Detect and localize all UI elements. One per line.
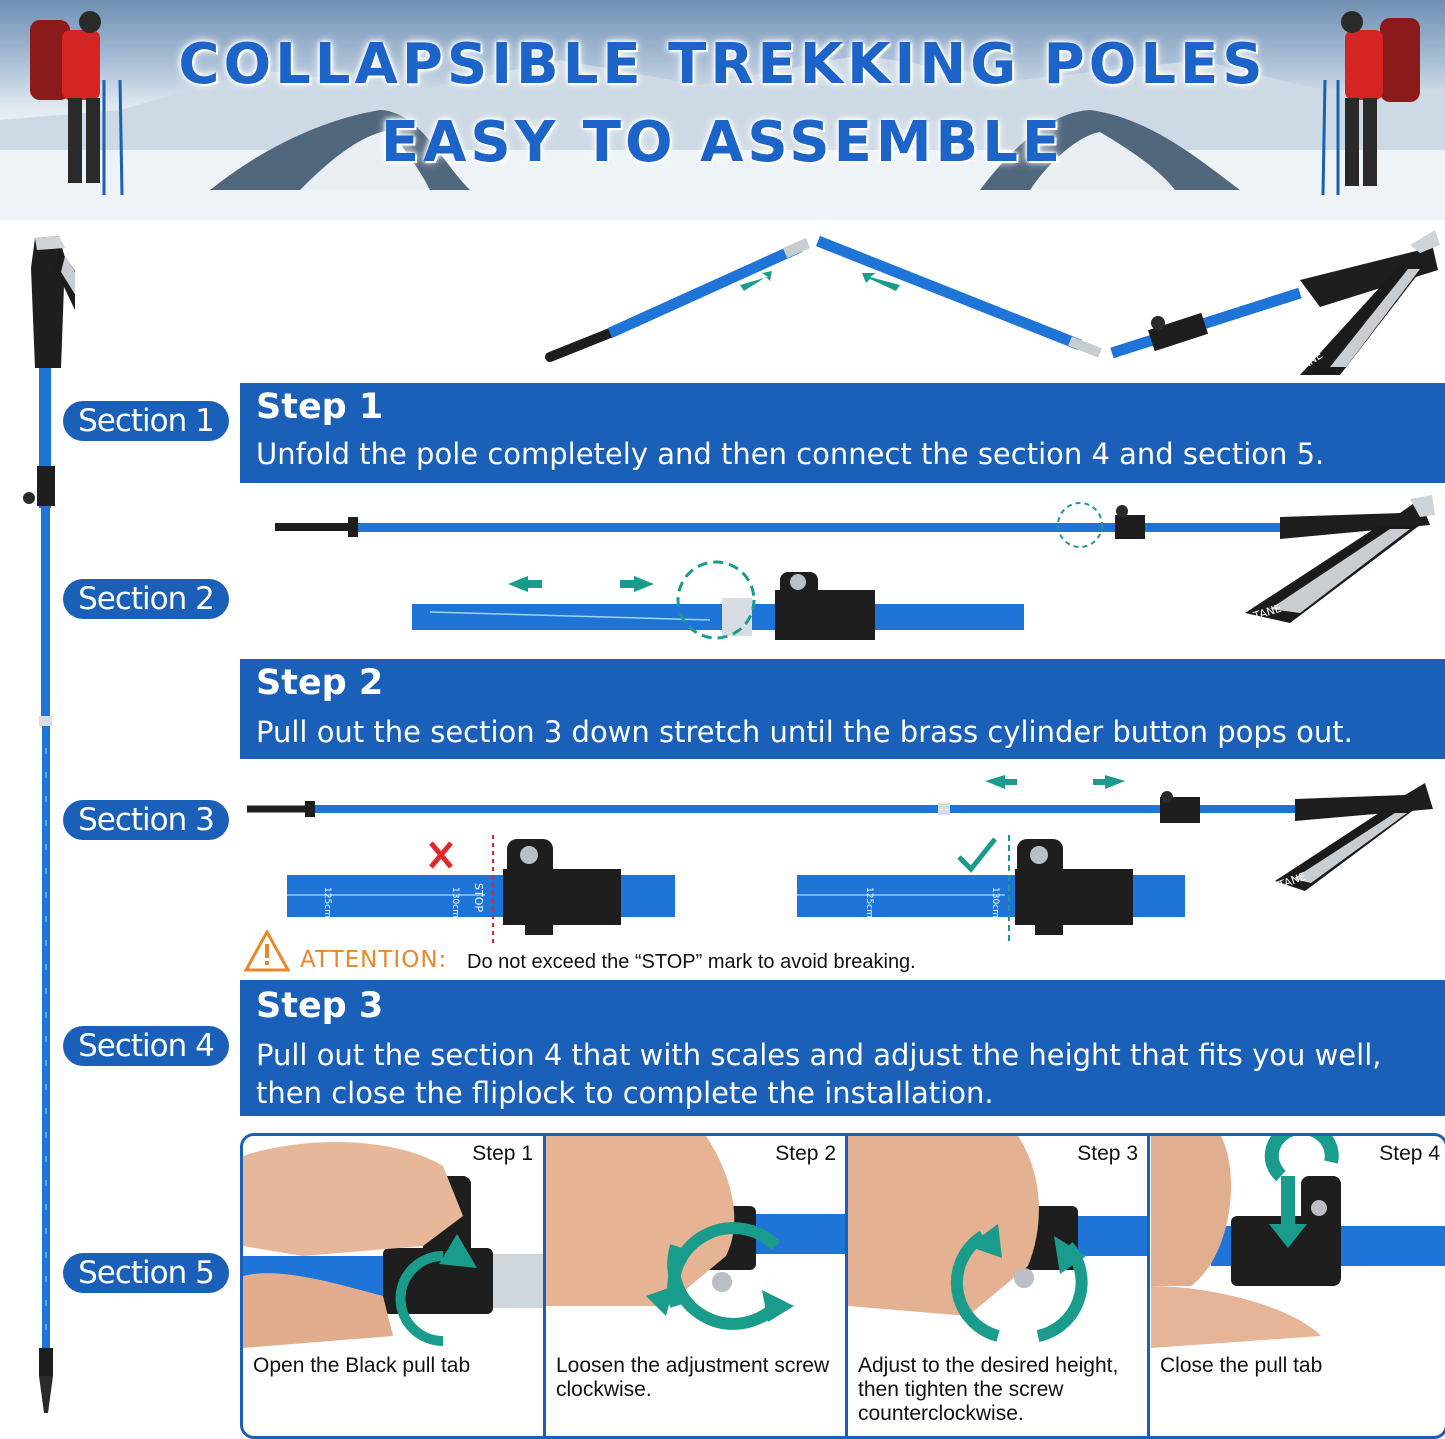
wrong-position-closeup: 125cm 130cm STOP (287, 835, 675, 945)
svg-text:125cm: 125cm (864, 887, 874, 918)
snow-mountain-scene (0, 11, 1445, 220)
panel-step-3: Step 3 Adjust to the desired height, the… (845, 1136, 1148, 1436)
wrong-x-icon (429, 841, 453, 869)
panel-3-number: Step 3 (1077, 1142, 1138, 1165)
panel-step-1: Step 1 Open the Black pull tab (243, 1136, 543, 1436)
svg-text:STOP: STOP (472, 883, 485, 912)
step-1-band: Step 1 Unfold the pole completely and th… (240, 383, 1445, 483)
section-1-pill: Section 1 (63, 401, 229, 441)
tighten-screw-photo (848, 1136, 1148, 1348)
correct-position-closeup: 125cm 130cm (797, 835, 1185, 945)
section-2-pill: Section 2 (63, 579, 229, 619)
left-arrow-icon (985, 775, 1017, 789)
loosen-screw-photo (546, 1136, 846, 1348)
vertical-pole-illustration: TANE (23, 236, 75, 1413)
panel-2-caption: Loosen the adjustment screw clockwise. (556, 1354, 830, 1401)
hero-banner: COLLAPSIBLE TREKKING POLES EASY TO ASSEM… (0, 0, 1445, 220)
svg-text:130cm: 130cm (990, 887, 1000, 918)
step-3-band: Step 3 Pull out the section 4 that with … (240, 980, 1445, 1116)
attention-label: ATTENTION: (300, 947, 448, 973)
panel-2-number: Step 2 (775, 1142, 836, 1165)
connection-closeup (412, 560, 1024, 640)
hiker-left (30, 11, 124, 196)
step-3-body: Pull out the section 4 that with scales … (256, 1038, 1382, 1110)
panel-4-number: Step 4 (1379, 1142, 1440, 1165)
panel-step-2: Step 2 Loosen the adjustment screw clock… (543, 1136, 846, 1436)
check-icon (957, 837, 997, 873)
panel-1-number: Step 1 (472, 1142, 533, 1165)
arrow-icon (862, 273, 900, 291)
right-arrow-icon (620, 576, 654, 592)
extended-pole-illustration: TANE (275, 495, 1435, 623)
panel-3-caption: Adjust to the desired height, then tight… (858, 1354, 1119, 1425)
section-3-pill: Section 3 (63, 800, 229, 840)
full-pole-illustration: TANE (247, 775, 1433, 892)
section-4-pill: Section 4 (63, 1026, 229, 1066)
open-pull-tab-photo (243, 1136, 543, 1348)
step-2-band: Step 2 Pull out the section 3 down stret… (240, 659, 1445, 759)
banner-title-line1: COLLAPSIBLE TREKKING POLES (178, 32, 1267, 97)
banner-title-line2: EASY TO ASSEMBLE (380, 110, 1065, 175)
panel-step-4: Step 4 Close the pull tab (1147, 1136, 1445, 1436)
hiker-right (1321, 11, 1420, 196)
close-pull-tab-photo (1151, 1136, 1445, 1348)
step-3-heading: Step 3 (256, 986, 384, 1026)
attention-text: Do not exceed the “STOP” mark to avoid b… (467, 951, 916, 973)
folded-pole-illustration: TANE (545, 230, 1440, 376)
fliplock-steps-panels: Step 1 Open the Black pull tab Step 2 Lo… (240, 1133, 1445, 1439)
step-2-body: Pull out the section 3 down stretch unti… (256, 715, 1353, 749)
arrow-icon (740, 271, 772, 291)
panel-4-caption: Close the pull tab (1160, 1354, 1323, 1377)
left-arrow-icon (508, 576, 542, 592)
panel-1-caption: Open the Black pull tab (253, 1354, 471, 1377)
svg-text:130cm: 130cm (450, 887, 460, 918)
section-5-pill: Section 5 (63, 1253, 229, 1293)
step-2-heading: Step 2 (256, 663, 384, 703)
step-1-body: Unfold the pole completely and then conn… (256, 437, 1325, 471)
warning-triangle-icon (244, 930, 290, 972)
right-arrow-icon (1093, 775, 1125, 789)
step-1-heading: Step 1 (256, 387, 384, 427)
svg-text:125cm: 125cm (322, 887, 332, 918)
